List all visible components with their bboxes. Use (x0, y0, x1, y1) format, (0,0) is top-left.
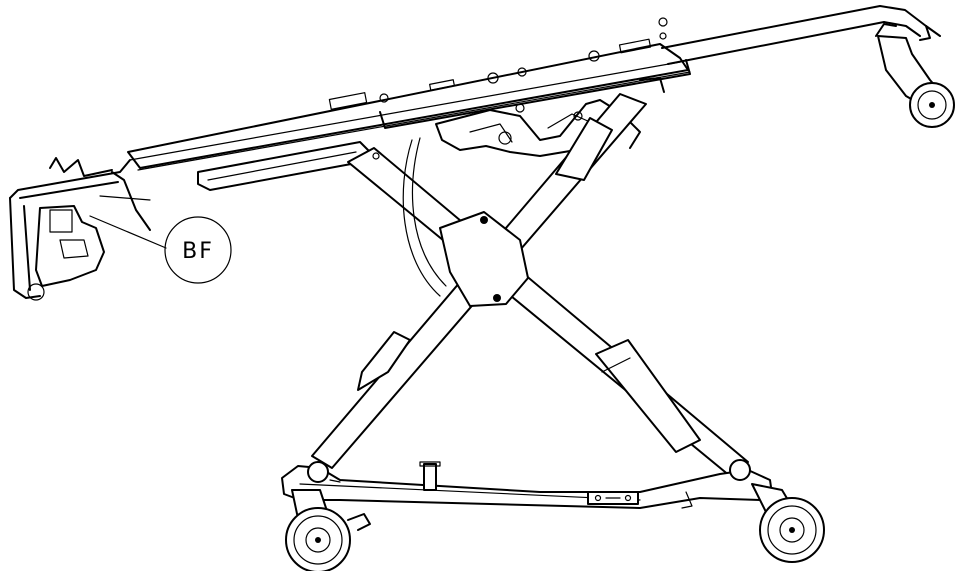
right-base-caster (751, 483, 825, 563)
rear-top-caster (875, 23, 955, 128)
scissor-legs (311, 93, 749, 477)
deck-mechanism (435, 77, 665, 157)
callout-label: BF (182, 239, 214, 264)
stretcher-deck (127, 17, 691, 171)
callout-bf: BF (89, 215, 232, 284)
left-base-caster (285, 489, 371, 571)
rear-handle-rail (661, 5, 941, 65)
base-frame (281, 459, 773, 509)
head-end-frame (9, 157, 151, 301)
